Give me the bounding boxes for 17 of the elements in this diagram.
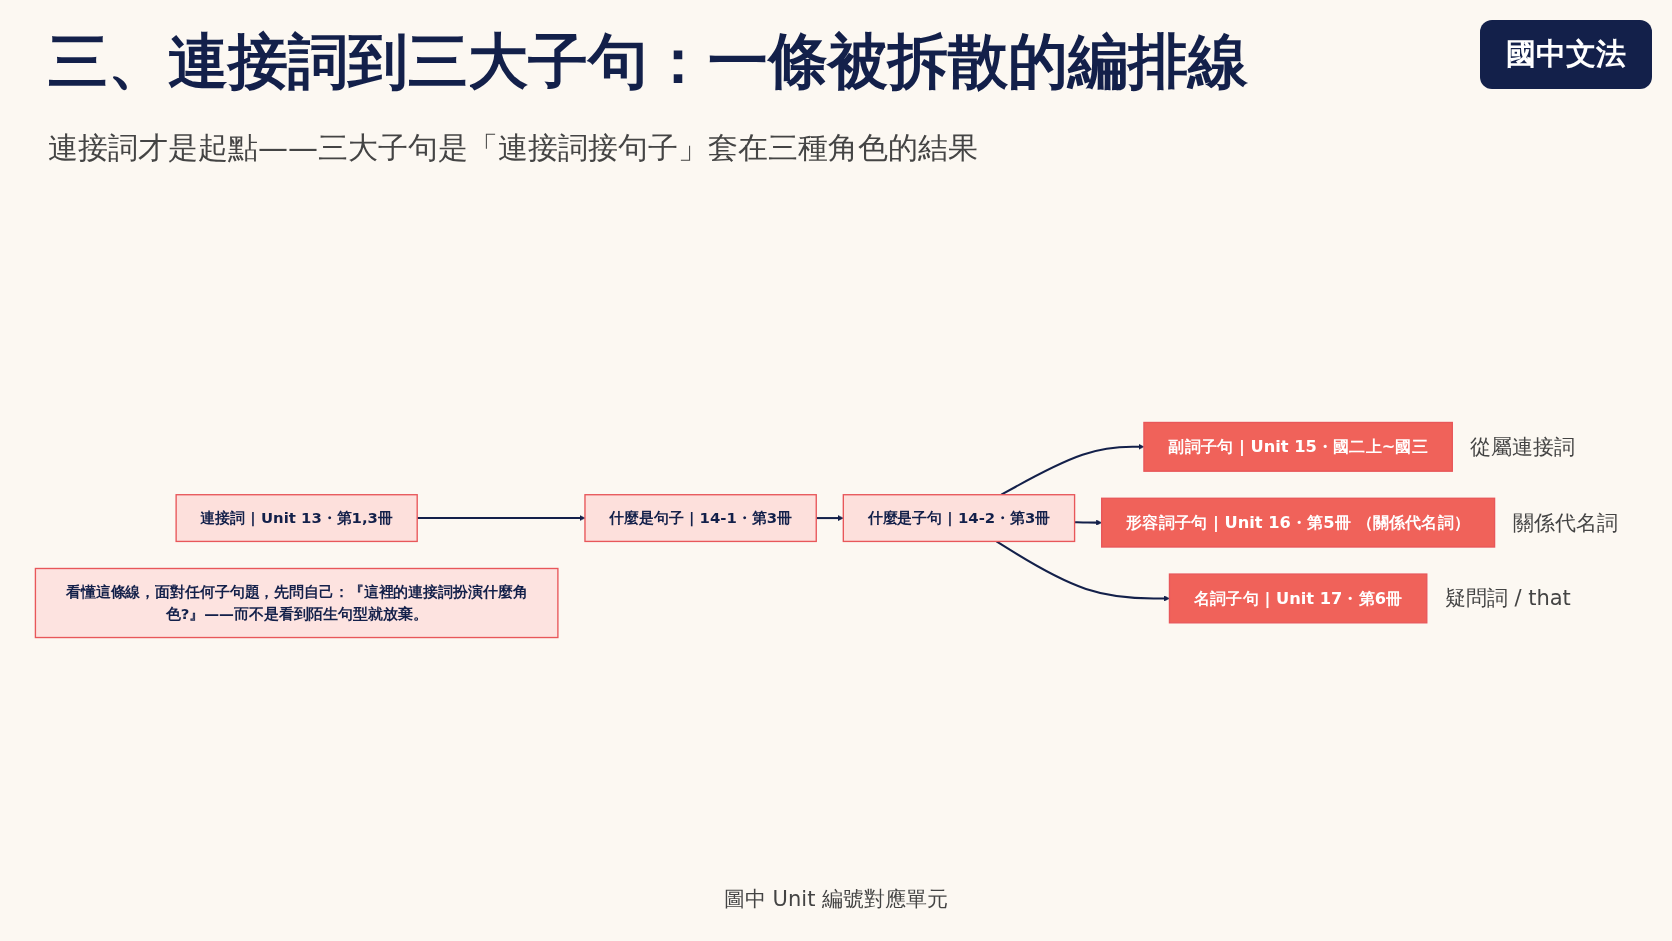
subtitle: 連接詞才是起點——三大子句是「連接詞接句子」套在三種角色的結果 xyxy=(48,129,978,167)
side-note: 關係代名詞 xyxy=(1512,509,1618,537)
node-box: 名詞子句 | Unit 17・第6冊 xyxy=(1168,573,1428,624)
side-note: 從屬連接詞 xyxy=(1470,433,1576,461)
caption: 圖中 Unit 編號對應單元 xyxy=(722,886,950,913)
node-box: 副詞子句 | Unit 15・國二上~國三 xyxy=(1143,421,1453,472)
node-box: 連接詞 | Unit 13・第1,3冊 xyxy=(175,494,418,543)
node-box: 形容詞子句 | Unit 16・第5冊 （關係代名詞） xyxy=(1101,497,1496,548)
series-badge: 國中文法 xyxy=(1480,20,1652,89)
node-box: 什麼是子句 | 14-2・第3冊 xyxy=(842,494,1076,543)
node-box: 什麼是句子 | 14-1・第3冊 xyxy=(584,494,817,543)
arrow xyxy=(1074,519,1102,526)
side-note: 疑問詞 / that xyxy=(1444,585,1571,613)
arrow xyxy=(816,515,844,522)
node-box: 看懂這條線，面對任何子句題，先問自己：『這裡的連接詞扮演什麼角色?』——而不是看到陌生句型就放棄。 xyxy=(34,567,559,639)
title: 三、連接詞到三大子句：一條被拆散的編排線 xyxy=(48,25,1248,98)
arrow xyxy=(995,540,1170,602)
